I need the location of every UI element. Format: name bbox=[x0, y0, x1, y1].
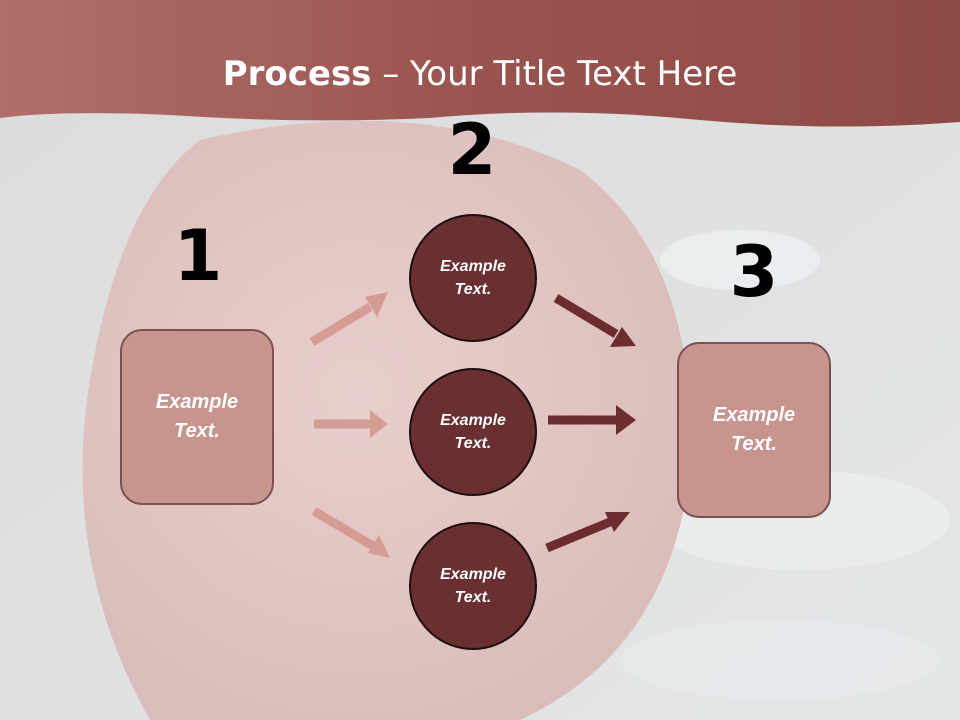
slide-title: Process – Your Title Text Here bbox=[0, 52, 960, 96]
arrow-left-middle bbox=[314, 410, 388, 438]
circle-bottom: Example Text. bbox=[409, 522, 537, 650]
left-box-text: Example Text. bbox=[155, 391, 239, 442]
title-bold: Process bbox=[222, 54, 372, 94]
circle-top-text: Example Text. bbox=[440, 258, 506, 298]
circle-middle-text: Example Text. bbox=[440, 412, 506, 452]
arrow-right-top bbox=[553, 294, 636, 347]
right-box-text: Example Text. bbox=[712, 404, 796, 455]
left-process-box: Example Text. bbox=[120, 329, 274, 505]
arrow-left-top bbox=[309, 292, 388, 346]
step-number-2: 2 bbox=[447, 109, 497, 191]
circle-top: Example Text. bbox=[409, 214, 537, 342]
step-number-3: 3 bbox=[729, 231, 779, 313]
circle-bottom-text: Example Text. bbox=[440, 566, 506, 606]
title-rest: – Your Title Text Here bbox=[371, 54, 738, 94]
arrow-right-bottom bbox=[545, 512, 630, 553]
arrow-right-middle bbox=[548, 405, 636, 435]
circle-middle: Example Text. bbox=[409, 368, 537, 496]
arrow-left-bottom bbox=[311, 507, 390, 558]
right-process-box: Example Text. bbox=[677, 342, 831, 518]
step-number-1: 1 bbox=[173, 215, 223, 297]
